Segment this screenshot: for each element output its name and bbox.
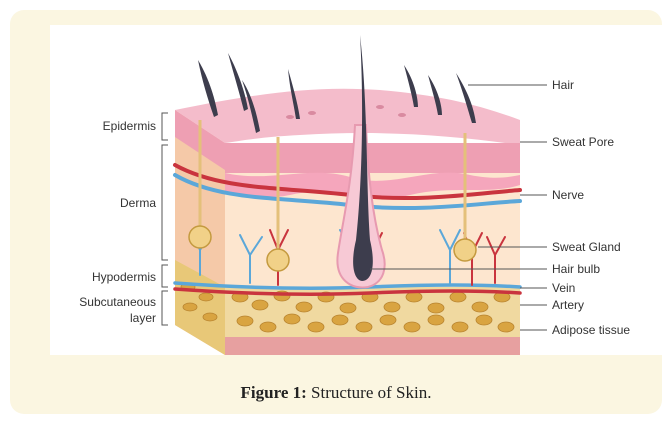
epidermis-front (225, 143, 520, 173)
label-sweat-pore: Sweat Pore (552, 135, 614, 149)
label-artery: Artery (552, 298, 584, 312)
label-hair: Hair (552, 78, 574, 92)
muscle-base (225, 337, 520, 355)
label-epidermis: Epidermis (103, 119, 156, 133)
label-derma: Derma (120, 196, 156, 210)
label-nerve: Nerve (552, 188, 584, 202)
left-brackets (162, 113, 168, 325)
label-subcutaneous-layer: layer (130, 311, 156, 325)
label-vein: Vein (552, 281, 575, 295)
skin-diagram: Epidermis Derma Hypodermis Subcutaneous … (50, 25, 662, 355)
caption-text: Structure of Skin. (311, 383, 431, 402)
label-subcutaneous: Subcutaneous (79, 295, 156, 309)
figure-caption: Figure 1: Structure of Skin. (0, 383, 672, 403)
caption-label: Figure 1: (241, 383, 307, 402)
label-adipose-tissue: Adipose tissue (552, 323, 630, 337)
label-hair-bulb: Hair bulb (552, 262, 600, 276)
label-hypodermis: Hypodermis (92, 270, 156, 284)
label-sweat-gland: Sweat Gland (552, 240, 621, 254)
